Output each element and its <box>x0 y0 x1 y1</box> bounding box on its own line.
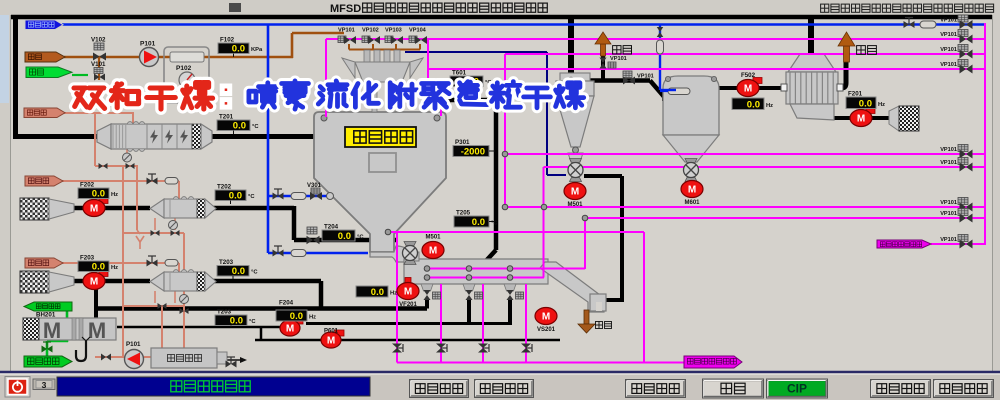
svg-text:KPa: KPa <box>251 47 263 53</box>
svg-text:F203: F203 <box>80 255 95 262</box>
svg-text:0.0: 0.0 <box>232 44 245 55</box>
svg-text:0.0: 0.0 <box>859 99 872 110</box>
svg-text:VP101: VP101 <box>940 237 957 243</box>
svg-text:M601: M601 <box>684 200 700 206</box>
svg-text:F502: F502 <box>741 72 756 79</box>
svg-text:P101: P101 <box>140 41 156 48</box>
svg-text:BH201: BH201 <box>36 312 56 319</box>
svg-text:M: M <box>90 204 98 215</box>
svg-text:°C: °C <box>251 270 258 276</box>
svg-text:M: M <box>542 312 550 323</box>
svg-text:0.0: 0.0 <box>338 231 351 242</box>
svg-text:M: M <box>286 324 294 335</box>
svg-text:0.0: 0.0 <box>290 311 303 322</box>
svg-text:VP101: VP101 <box>940 47 957 53</box>
svg-text:M: M <box>404 287 412 298</box>
svg-text:VP101: VP101 <box>940 147 957 153</box>
svg-text:VP101: VP101 <box>940 32 957 38</box>
svg-text:0.0: 0.0 <box>472 217 485 228</box>
svg-text:T201: T201 <box>219 114 234 121</box>
svg-text:MFSD: MFSD <box>330 3 361 15</box>
svg-text:M: M <box>43 318 61 343</box>
svg-text:°C: °C <box>357 235 364 241</box>
svg-text:VP104: VP104 <box>409 28 427 34</box>
svg-text:F202: F202 <box>80 182 95 189</box>
svg-text:3: 3 <box>42 380 47 390</box>
svg-text:Hz: Hz <box>766 103 773 109</box>
svg-text:0.0: 0.0 <box>230 316 243 327</box>
svg-text:Hz: Hz <box>309 315 316 321</box>
svg-text:°C: °C <box>249 319 256 325</box>
svg-text:M501: M501 <box>425 235 441 241</box>
svg-text:VP101: VP101 <box>637 74 654 80</box>
svg-text:T203: T203 <box>219 259 234 266</box>
svg-text:0.0: 0.0 <box>92 262 105 273</box>
svg-text:Hz: Hz <box>111 192 118 198</box>
svg-text:V101: V101 <box>91 61 106 68</box>
svg-text:VS201: VS201 <box>537 327 556 333</box>
svg-text:F204: F204 <box>279 300 294 307</box>
svg-text:M: M <box>857 114 865 125</box>
svg-text:VP101: VP101 <box>940 160 957 166</box>
svg-text:0.0: 0.0 <box>233 121 246 132</box>
svg-text:°C: °C <box>248 194 255 200</box>
svg-text:F102: F102 <box>220 37 235 44</box>
svg-text:VP101: VP101 <box>940 200 957 206</box>
svg-text:M: M <box>327 336 335 347</box>
svg-text:M: M <box>688 185 696 196</box>
svg-text:M: M <box>571 187 579 198</box>
svg-text:0.0: 0.0 <box>92 189 105 200</box>
svg-text:V301: V301 <box>307 183 322 189</box>
svg-text:M: M <box>90 277 98 288</box>
svg-text:P102: P102 <box>176 65 192 72</box>
svg-text:V102: V102 <box>91 37 106 44</box>
svg-text:T204: T204 <box>324 224 339 231</box>
svg-text:VP101: VP101 <box>940 18 957 24</box>
svg-text:CIP: CIP <box>787 382 807 396</box>
svg-text:VF201: VF201 <box>399 302 417 308</box>
svg-text:VP102: VP102 <box>362 28 379 34</box>
svg-text:0.0: 0.0 <box>371 287 384 298</box>
svg-text:Hz: Hz <box>878 102 885 108</box>
svg-text:-2000: -2000 <box>461 147 485 158</box>
svg-text:M: M <box>429 246 437 257</box>
svg-text:0.0: 0.0 <box>229 191 242 202</box>
svg-text:°C: °C <box>491 221 498 227</box>
svg-text:M501: M501 <box>567 202 583 208</box>
svg-text:VP103: VP103 <box>385 28 402 34</box>
svg-text:F201: F201 <box>848 91 863 98</box>
svg-text:Hz: Hz <box>390 291 397 297</box>
svg-text:P601: P601 <box>324 329 339 335</box>
svg-text:°C: °C <box>252 124 259 130</box>
svg-text:T203: T203 <box>217 309 232 316</box>
svg-text:T202: T202 <box>217 184 232 191</box>
svg-text:P101: P101 <box>126 341 141 348</box>
svg-text:T601: T601 <box>452 70 467 77</box>
svg-text:P301: P301 <box>455 139 470 146</box>
svg-text:0.0: 0.0 <box>232 266 245 277</box>
svg-text:M: M <box>88 318 106 343</box>
svg-text:T205: T205 <box>456 210 471 217</box>
svg-text:VP101: VP101 <box>338 28 355 34</box>
svg-text:VP101: VP101 <box>610 56 627 62</box>
svg-text:VP101: VP101 <box>940 62 957 68</box>
svg-text:VP101: VP101 <box>940 211 957 217</box>
svg-text:Hz: Hz <box>111 265 118 271</box>
svg-text:M: M <box>744 84 752 95</box>
svg-text:0.0: 0.0 <box>747 100 760 111</box>
